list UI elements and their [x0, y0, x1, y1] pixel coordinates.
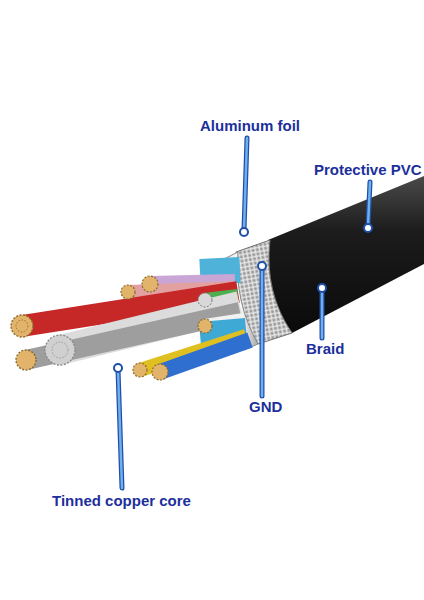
copper-end [133, 363, 147, 377]
copper-end [198, 319, 212, 333]
copper-end [121, 285, 135, 299]
leader-line [118, 370, 122, 488]
foil-pair [200, 270, 240, 272]
leader-line [244, 138, 247, 230]
leader-line [118, 370, 122, 488]
copper-end [142, 276, 158, 292]
leader-line [260, 268, 265, 396]
leader-line [244, 138, 247, 230]
callout-label: Braid [306, 340, 344, 358]
leader-dot [114, 364, 122, 372]
tinned-strands [52, 342, 68, 358]
tinned-end [45, 335, 75, 365]
wire-bundle [22, 270, 250, 372]
callout-label: Aluminum foil [200, 117, 300, 135]
copper-end [11, 315, 33, 337]
copper-end [16, 350, 36, 370]
copper-end [152, 364, 168, 380]
leader-dot [364, 224, 372, 232]
pvc-jacket [268, 176, 424, 333]
leader-dot [240, 228, 248, 236]
leader-lines [114, 138, 372, 488]
tinned-end [198, 293, 212, 307]
copper-strands [16, 320, 28, 332]
leader-line [320, 290, 325, 338]
leader-line [261, 268, 264, 396]
leader-dot [318, 284, 326, 292]
wire-blue [160, 340, 250, 372]
leader-line [368, 182, 370, 226]
callout-label: Protective PVC [314, 161, 422, 179]
conductor-ends [11, 276, 212, 380]
callout-label: Tinned copper core [52, 492, 191, 510]
leader-line [368, 182, 370, 226]
callout-label: GND [249, 398, 282, 416]
leader-line [321, 290, 324, 338]
leader-dot [258, 262, 266, 270]
